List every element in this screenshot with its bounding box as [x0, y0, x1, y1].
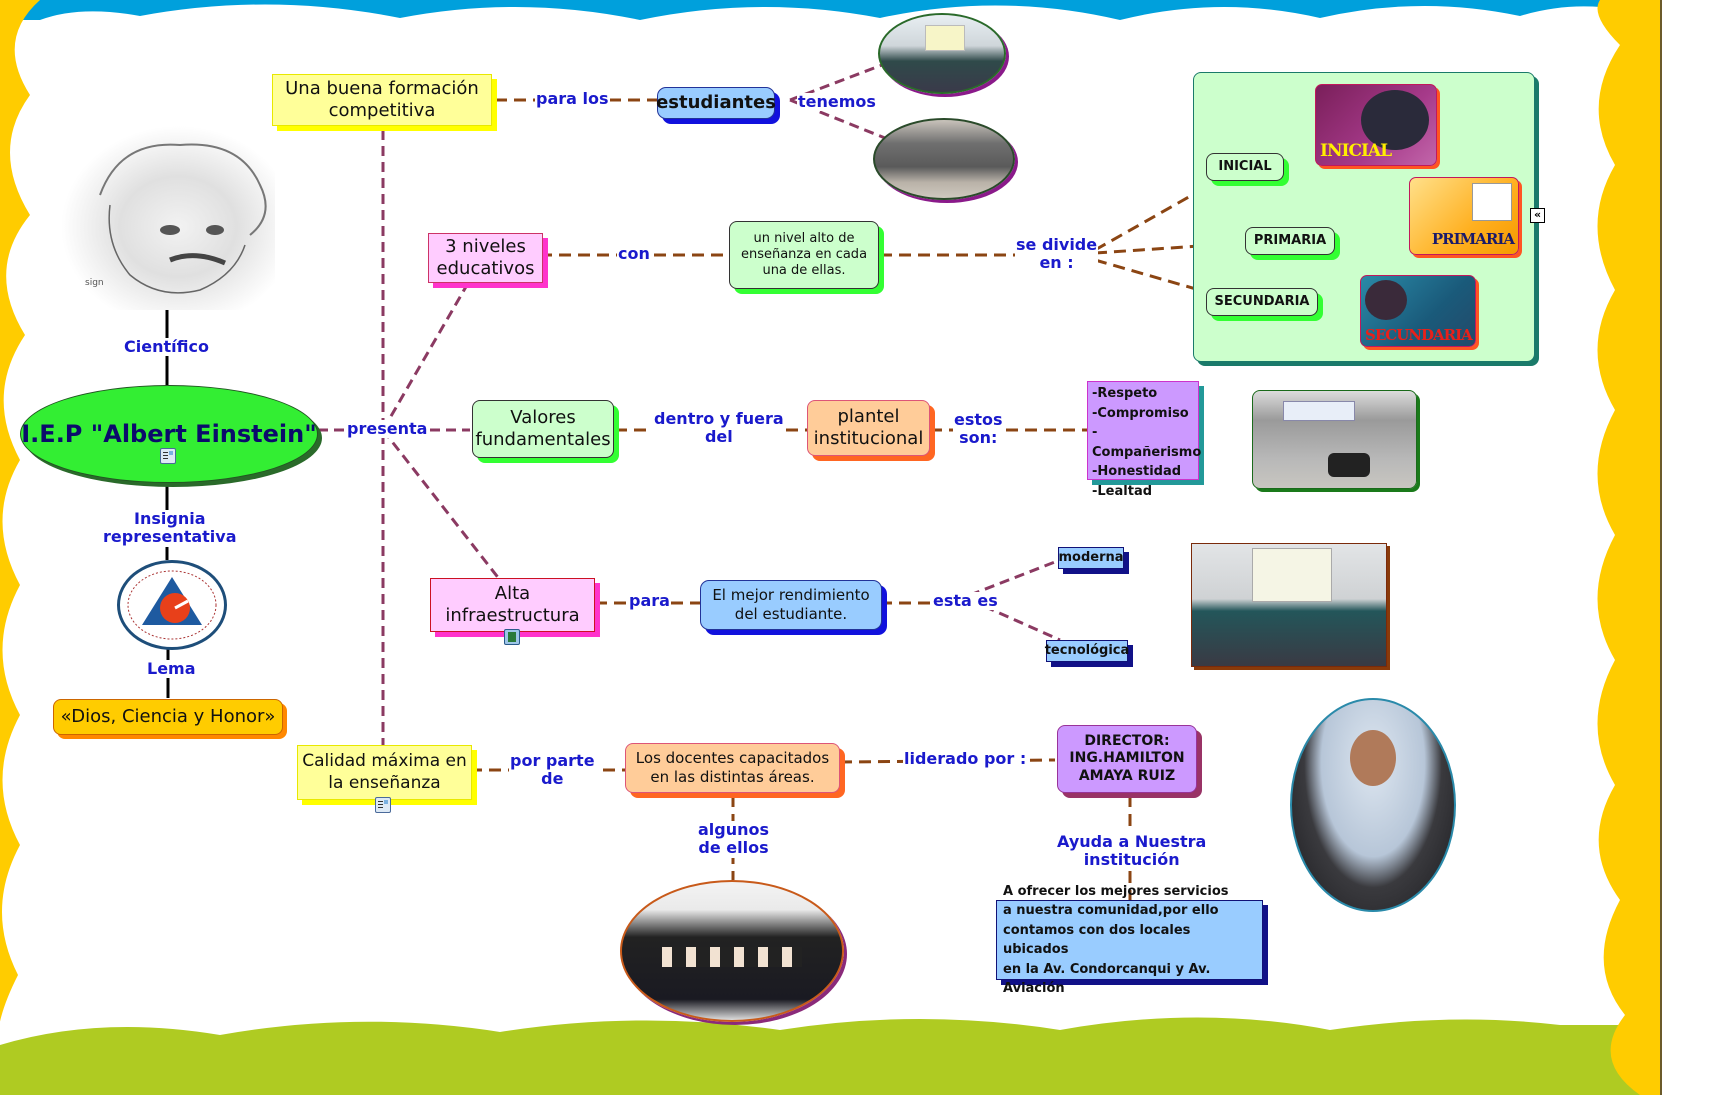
level-secundaria[interactable]: SECUNDARIA — [1206, 288, 1318, 316]
estudiantes-node[interactable]: estudiantes — [656, 87, 776, 119]
document-icon[interactable] — [375, 797, 391, 813]
valores-node[interactable]: Valores fundamentales — [472, 400, 614, 458]
type-moderna[interactable]: moderna — [1058, 547, 1124, 569]
infraestructura-node[interactable]: Alta infraestructura — [430, 578, 595, 632]
plantel-node[interactable]: plantel institucional — [807, 400, 930, 456]
background-decoration — [0, 0, 1660, 1095]
values-list: -Respeto -Compromiso -Compañerismo -Hone… — [1087, 381, 1202, 499]
calidad-node[interactable]: Calidad máxima en la enseñanza — [297, 745, 472, 800]
level-inicial-text: INICIAL — [1218, 158, 1272, 174]
primaria-banner-text: PRIMARIA — [1431, 230, 1515, 248]
lema-label: Lema — [146, 659, 197, 679]
primaria-banner: PRIMARIA — [1409, 177, 1519, 255]
school-building-photo — [1252, 390, 1417, 489]
tenemos-label: tenemos — [797, 92, 877, 112]
sun-right-scallop — [1597, 0, 1660, 1095]
value-item: -Lealtad — [1092, 483, 1153, 499]
niveles-node[interactable]: 3 niveles educativos — [428, 233, 543, 283]
infraestructura-text: Alta infraestructura — [445, 582, 580, 627]
para-label: para — [628, 591, 671, 611]
concept-map-canvas: « sign Científico I.E.P "Albert Einstein… — [0, 0, 1662, 1095]
value-item: -Respeto — [1092, 386, 1158, 401]
plantel-text: plantel institucional — [813, 405, 924, 450]
students-classroom-photo — [878, 13, 1006, 94]
svg-text:sign: sign — [85, 278, 104, 288]
teachers-group-photo — [620, 880, 844, 1022]
inicial-banner: INICIAL — [1315, 84, 1437, 166]
director-photo — [1290, 698, 1456, 912]
docentes-node[interactable]: Los docentes capacitados en las distinta… — [625, 743, 840, 793]
document-icon[interactable] — [160, 448, 176, 464]
video-icon[interactable] — [504, 629, 520, 645]
emblem-icon — [127, 570, 217, 640]
estos-son-label: estos son: — [953, 410, 1004, 448]
ayuda-label: Ayuda a Nuestra institución — [1056, 832, 1208, 870]
se-divide-label: se divide en : — [1015, 235, 1099, 273]
students-formation-photo — [873, 118, 1015, 200]
rendimiento-text: El mejor rendimiento del estudiante. — [712, 586, 870, 623]
dentro-fuera-label: dentro y fuera del — [653, 409, 785, 447]
presenta-label: presenta — [346, 419, 429, 439]
nivel-alto-text: un nivel alto de enseñanza en cada una d… — [740, 230, 868, 279]
lema-node[interactable]: «Dios, Ciencia y Honor» — [53, 699, 283, 735]
secundaria-banner: SECUNDARIA — [1360, 275, 1476, 347]
einstein-sketch-icon: sign — [85, 143, 267, 294]
center-node-title: I.E.P "Albert Einstein" — [21, 420, 317, 448]
algunos-label: algunos de ellos — [697, 820, 771, 858]
esta-es-label: esta es — [932, 591, 999, 611]
formacion-node[interactable]: Una buena formación competitiva — [272, 74, 492, 126]
con-label: con — [617, 244, 651, 264]
formacion-text: Una buena formación competitiva — [285, 77, 479, 122]
type-tecnologica[interactable]: tecnológica — [1044, 640, 1130, 662]
para-los-label: para los — [535, 89, 610, 109]
link-line — [969, 558, 1061, 597]
director-node[interactable]: DIRECTOR: ING.HAMILTON AMAYA RUIZ — [1057, 725, 1197, 793]
insignia-emblem — [117, 560, 227, 650]
mission-text: A ofrecer los mejores servicios a nuestr… — [1003, 883, 1229, 997]
level-primaria-text: PRIMARIA — [1253, 232, 1327, 248]
mission-node: A ofrecer los mejores servicios a nuestr… — [996, 884, 1263, 996]
classroom-projector-photo — [1191, 543, 1387, 667]
value-item: -Compromiso — [1092, 405, 1189, 421]
collapse-icon[interactable]: « — [1530, 208, 1545, 223]
por-parte-label: por parte de — [509, 751, 596, 789]
niveles-text: 3 niveles educativos — [436, 235, 535, 280]
link-line — [381, 284, 469, 431]
value-item: -Compañerismo — [1092, 425, 1202, 460]
nivel-alto-node[interactable]: un nivel alto de enseñanza en cada una d… — [729, 221, 879, 289]
liderado-por-label: liderado por : — [903, 749, 1028, 769]
docentes-text: Los docentes capacitados en las distinta… — [635, 749, 830, 786]
level-primaria[interactable]: PRIMARIA — [1245, 227, 1335, 255]
link-line — [1094, 183, 1211, 252]
level-secundaria-text: SECUNDARIA — [1214, 293, 1310, 309]
estudiantes-text: estudiantes — [656, 91, 776, 113]
sun-left-scallop — [0, 0, 40, 1060]
insignia-label: Insignia representativa — [102, 509, 238, 547]
calidad-text: Calidad máxima en la enseñanza — [302, 751, 467, 793]
secundaria-banner-text: SECUNDARIA — [1365, 326, 1473, 344]
director-text: DIRECTOR: ING.HAMILTON AMAYA RUIZ — [1069, 732, 1185, 784]
rendimiento-node[interactable]: El mejor rendimiento del estudiante. — [700, 580, 882, 630]
level-inicial[interactable]: INICIAL — [1206, 153, 1284, 181]
sky-wave — [0, 0, 1660, 20]
grass-wave — [0, 1017, 1660, 1095]
link-line — [1094, 258, 1211, 295]
einstein-portrait: sign — [60, 125, 275, 310]
value-item: -Honestidad — [1092, 464, 1182, 479]
type-moderna-text: moderna — [1058, 549, 1124, 565]
inicial-banner-text: INICIAL — [1320, 141, 1392, 161]
type-tecnologica-text: tecnológica — [1044, 642, 1130, 658]
cientifico-label: Científico — [123, 337, 210, 357]
valores-text: Valores fundamentales — [475, 406, 611, 451]
center-node[interactable]: I.E.P "Albert Einstein" — [20, 385, 318, 483]
lema-value: «Dios, Ciencia y Honor» — [60, 705, 276, 727]
